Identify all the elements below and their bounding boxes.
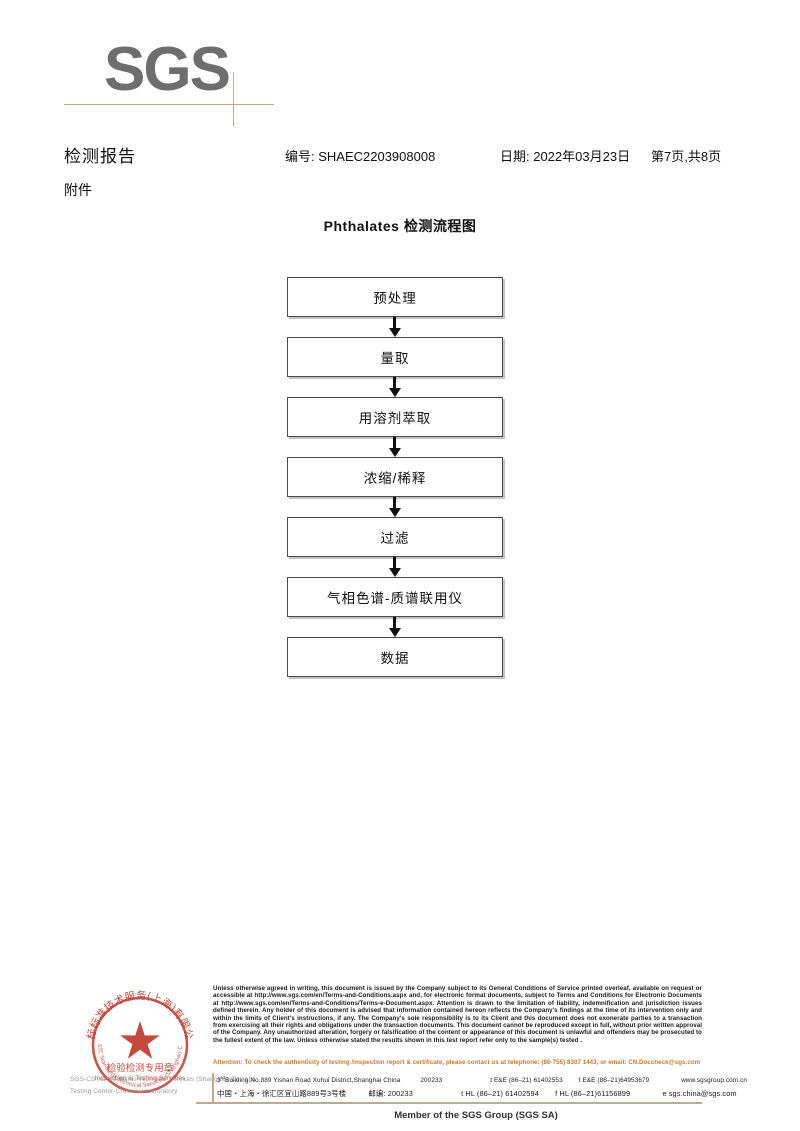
svg-text:Inspection & Testing Services: Inspection & Testing Services xyxy=(95,1075,186,1082)
flow-node-solvent-extraction: 用溶剂萃取 xyxy=(287,397,503,437)
flow-node-gcms: 气相色谱-质谱联用仪 xyxy=(287,577,503,617)
email-link[interactable]: e sgs.china@sgs.com xyxy=(662,1089,737,1098)
zip-cn: 邮编: 200233 xyxy=(368,1089,413,1098)
fax-hl: f HL (86–21)61156899 xyxy=(555,1089,631,1098)
flow-node-data: 数据 xyxy=(287,637,503,677)
svg-text:检验检测专用章: 检验检测专用章 xyxy=(107,1062,174,1074)
phone-hl: t HL (86–21) 61402594 xyxy=(461,1089,539,1098)
flow-arrow-2 xyxy=(287,377,503,397)
sgs-logo: SGS xyxy=(64,35,274,126)
address-en-text: Building,No.889 Yishan Road Xuhui Distri… xyxy=(224,1077,401,1085)
company-seal-stamp: 通标标准技术服务(上海)有限公司 SGS-CSTC Standards Tech… xyxy=(78,983,202,1107)
flow-arrow-5 xyxy=(287,557,503,577)
flow-arrow-3 xyxy=(287,437,503,457)
flow-arrow-6 xyxy=(287,617,503,637)
flowchart: 预处理 量取 用溶剂萃取 浓缩/稀释 过滤 气相色谱-质谱联用仪 数据 xyxy=(287,277,503,677)
phone-ee: t E&E (86–21) 61402553 xyxy=(490,1077,563,1085)
address-cn-text: 中国・上海・徐汇区宜山路889号3号楼 xyxy=(217,1089,347,1098)
flow-node-filtration: 过滤 xyxy=(287,517,503,557)
lab-department-line: Testing Center-Chemical Laboratory xyxy=(70,1088,178,1095)
flowchart-title: Phthalates 检测流程图 xyxy=(323,218,477,234)
address-vertical-divider xyxy=(212,1073,214,1102)
fax-ee: f E&E (86–21)64953679 xyxy=(578,1077,650,1085)
flow-node-measure: 量取 xyxy=(287,337,503,377)
zip-en: 200233 xyxy=(420,1077,443,1085)
flow-node-pretreatment: 预处理 xyxy=(287,277,503,317)
flow-arrow-1 xyxy=(287,317,503,337)
logo-vertical-tick xyxy=(233,72,234,126)
address-row-cn: 中国・上海・徐汇区宜山路889号3号楼 邮编: 200233 t HL (86–… xyxy=(217,1088,737,1099)
footer-horizontal-rule xyxy=(196,1102,702,1104)
page-title: 检测报告 xyxy=(64,147,136,166)
page-subtitle: 附件 xyxy=(64,182,92,198)
address-en-prefix: 3 xyxy=(217,1077,221,1085)
member-of-group-line: Member of the SGS Group (SGS SA) xyxy=(394,1110,558,1121)
address-en-superscript: rd xyxy=(220,1075,225,1080)
flow-node-concentrate-dilute: 浓缩/稀释 xyxy=(287,457,503,497)
lab-entity-line: SGS-CSTC Standards Technical Services (S… xyxy=(70,1076,257,1083)
report-date: 日期: 2022年03月23日 xyxy=(500,149,631,164)
page-indicator: 第7页,共8页 xyxy=(651,149,722,164)
address-row-en: 3rdBuilding,No.889 Yishan Road Xuhui Dis… xyxy=(217,1075,747,1084)
logo-horizontal-rule xyxy=(64,104,274,105)
sgs-logo-text: SGS xyxy=(104,35,231,104)
flow-arrow-4 xyxy=(287,497,503,517)
website-link[interactable]: www.sgsgroup.com.cn xyxy=(681,1077,748,1085)
attention-notice: Attention: To check the authenticity of … xyxy=(213,1059,701,1066)
report-number: 编号: SHAEC2203908008 xyxy=(285,149,436,164)
legal-disclaimer: Unless otherwise agreed in writing, this… xyxy=(213,985,702,1044)
